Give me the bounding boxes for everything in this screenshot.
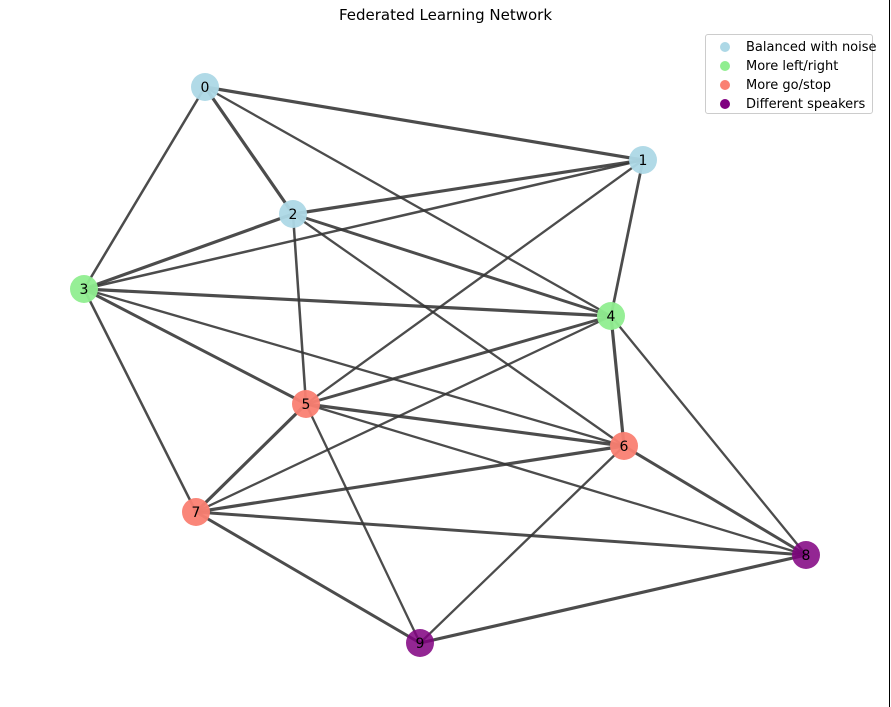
node-circle	[191, 73, 219, 101]
edge-1-5	[304, 158, 645, 406]
node-0: 0	[191, 73, 219, 101]
node-circle	[629, 146, 657, 174]
legend-item-more-go-stop: More go/stop	[706, 76, 831, 94]
edge-0-1	[203, 85, 645, 162]
edge-7-8	[194, 510, 808, 557]
edge-3-6	[82, 287, 626, 448]
edge-3-4	[82, 287, 613, 318]
edge-6-7	[194, 444, 626, 514]
node-circle	[610, 432, 638, 460]
node-3: 3	[70, 275, 98, 303]
node-9: 9	[406, 629, 434, 657]
node-label: 1	[639, 153, 648, 169]
legend-item-balanced-with-noise: Balanced with noise	[706, 38, 877, 56]
edge-4-7	[194, 314, 613, 514]
edge-4-5	[304, 314, 613, 406]
edge-0-2	[203, 85, 295, 216]
edge-3-5	[82, 287, 308, 406]
node-label: 6	[620, 439, 629, 455]
node-circle	[792, 541, 820, 569]
edge-0-3	[82, 85, 207, 291]
node-circle	[406, 629, 434, 657]
edge-0-4	[203, 85, 613, 318]
node-6: 6	[610, 432, 638, 460]
figure-border	[889, 0, 890, 707]
legend-label: More go/stop	[746, 77, 832, 93]
legend-label: More left/right	[746, 58, 839, 74]
node-7: 7	[182, 498, 210, 526]
node-label: 5	[302, 397, 311, 413]
legend-marker	[720, 99, 730, 109]
edge-1-4	[609, 158, 645, 318]
node-4: 4	[597, 302, 625, 330]
node-label: 3	[80, 282, 89, 298]
edge-5-6	[304, 402, 626, 448]
node-label: 4	[607, 309, 616, 325]
node-circle	[182, 498, 210, 526]
node-label: 7	[192, 505, 201, 521]
node-circle	[70, 275, 98, 303]
edge-layer	[82, 85, 808, 645]
edge-6-8	[622, 444, 808, 557]
node-label: 8	[802, 548, 811, 564]
edge-2-4	[291, 212, 613, 318]
legend-marker	[720, 42, 730, 52]
edge-1-2	[291, 158, 645, 216]
node-label: 2	[289, 207, 298, 223]
edge-2-6	[291, 212, 626, 448]
edge-2-3	[82, 212, 295, 291]
edge-4-8	[609, 314, 808, 557]
legend-label: Balanced with noise	[746, 39, 877, 55]
edge-1-3	[82, 158, 645, 291]
edge-3-7	[82, 287, 198, 514]
legend-item-more-left-right: More left/right	[706, 57, 838, 75]
node-2: 2	[279, 200, 307, 228]
legend-marker	[720, 80, 730, 90]
edge-2-5	[291, 212, 308, 406]
legend: Balanced with noise More left/right More…	[705, 34, 877, 114]
node-label: 0	[201, 80, 210, 96]
edge-5-7	[194, 402, 308, 514]
edge-6-9	[418, 444, 626, 645]
node-5: 5	[292, 390, 320, 418]
node-8: 8	[792, 541, 820, 569]
node-circle	[597, 302, 625, 330]
node-circle	[279, 200, 307, 228]
legend-marker	[720, 61, 730, 71]
node-1: 1	[629, 146, 657, 174]
node-label: 9	[416, 636, 425, 652]
edge-7-9	[194, 510, 422, 645]
edge-8-9	[418, 553, 808, 645]
edge-4-6	[609, 314, 626, 448]
legend-item-different-speakers: Different speakers	[706, 95, 865, 113]
graph-title: Federated Learning Network	[338, 6, 553, 24]
node-circle	[292, 390, 320, 418]
node-layer: 0 1 2 3 4 5 6 7 8 9	[70, 73, 820, 657]
edge-5-8	[304, 402, 808, 557]
legend-label: Different speakers	[746, 96, 866, 112]
